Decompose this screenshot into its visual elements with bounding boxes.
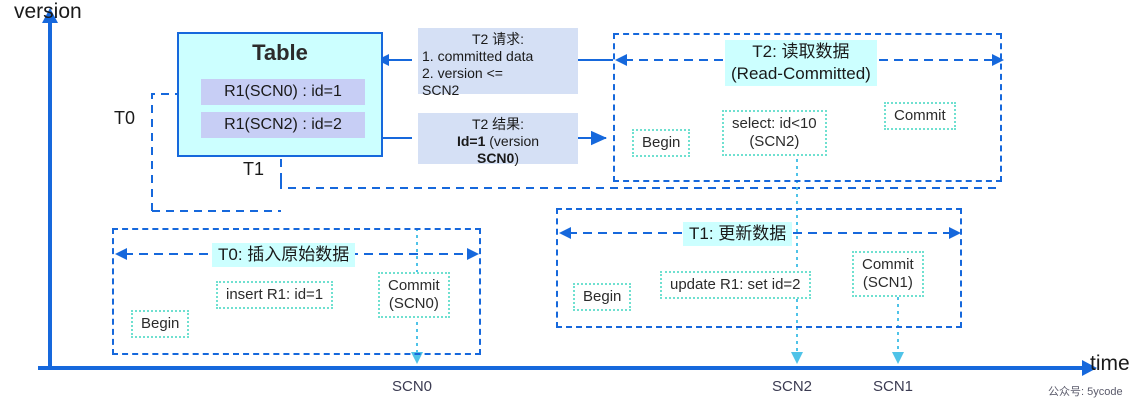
t1-step-commit[interactable]: Commit (SCN1): [852, 251, 924, 297]
t1-step-update-label: update R1: set id=2: [670, 276, 801, 293]
t1-transaction-container: [556, 208, 962, 328]
scn1-dropline-arrow-icon: [892, 352, 904, 364]
t2-step-select[interactable]: select: id<10 (SCN2): [722, 110, 827, 156]
t2-step-commit-label: Commit: [894, 107, 946, 124]
table-box: Table R1(SCN0) : id=1 R1(SCN2) : id=2: [177, 32, 383, 157]
t1-step-begin[interactable]: Begin: [573, 283, 632, 311]
t0-step-commit-line-2: (SCN0): [388, 295, 439, 312]
table-title: Table: [252, 40, 308, 65]
time-axis: [38, 366, 1086, 370]
t2-step-commit[interactable]: Commit: [884, 102, 956, 130]
t0-step-insert[interactable]: insert R1: id=1: [216, 281, 334, 309]
t0-title-line-1: T0: 插入原始数据: [218, 245, 350, 264]
t1-step-begin-label: Begin: [583, 288, 622, 305]
t2-transaction-container: [613, 33, 1002, 182]
version-axis: [48, 22, 52, 368]
table-row: R1(SCN0) : id=1: [201, 79, 365, 105]
t2-result-scn-value: SCN0: [476, 150, 515, 166]
t2-step-begin[interactable]: Begin: [632, 129, 691, 157]
t0-step-insert-label: insert R1: id=1: [226, 286, 324, 303]
t1-title-line-1: T1: 更新数据: [689, 224, 787, 243]
tick-label-scn0: SCN0: [392, 378, 433, 395]
version-axis-arrow-icon: [42, 8, 58, 23]
t2-step-begin-label: Begin: [642, 134, 681, 151]
t0-step-commit[interactable]: Commit (SCN0): [378, 272, 450, 318]
watermark: 公众号: 5ycode: [1048, 386, 1123, 398]
t2-request-heading: T2 请求:: [471, 31, 525, 47]
t2-title-line-1: T2: 读取数据: [752, 42, 850, 61]
version-axis-label: version: [14, 0, 82, 23]
tick-label-scn2: SCN2: [772, 378, 813, 395]
t1-step-update[interactable]: update R1: set id=2: [660, 271, 811, 299]
t2-title: T2: 读取数据 (Read-Committed): [725, 40, 877, 86]
t1-step-commit-line-2: (SCN1): [862, 274, 913, 291]
t2-request-line-3: SCN2: [422, 82, 460, 98]
t2-title-line-2: (Read-Committed): [731, 64, 871, 83]
t0-title: T0: 插入原始数据: [212, 243, 356, 267]
t1-title: T1: 更新数据: [683, 222, 793, 246]
t0-connector-label: T0: [114, 108, 136, 128]
t2-request-box: T2 请求: 1. committed data 2. version <= S…: [418, 28, 578, 98]
t2-result-value: Id=1 (version: [422, 133, 574, 150]
t2-result-id: Id=1: [456, 133, 486, 149]
t2-step-select-line-2: (SCN2): [749, 133, 800, 150]
t2-step-select-line-1: select: id<10: [732, 115, 817, 132]
t2-request-line-1: 1. committed data: [422, 48, 534, 64]
time-axis-arrow-icon: [1082, 360, 1097, 376]
time-axis-label: time: [1090, 352, 1130, 375]
t2-request-line-2: 2. version <=: [422, 65, 503, 81]
t2-result-version-word: (version: [485, 133, 540, 149]
t0-step-begin[interactable]: Begin: [131, 310, 190, 338]
t0-step-commit-line-1: Commit: [388, 277, 440, 294]
table-row: R1(SCN2) : id=2: [201, 112, 365, 138]
t1-connector-label: T1: [243, 159, 265, 179]
t2-result-scn: SCN0): [422, 150, 574, 167]
t2-result-heading: T2 结果:: [471, 116, 525, 132]
t0-transaction-container: [112, 228, 481, 355]
tick-label-scn1: SCN1: [873, 378, 914, 395]
t2-result-tail: ): [514, 150, 520, 166]
t2-result-box: T2 结果: Id=1 (version SCN0): [418, 113, 578, 167]
t1-step-commit-line-1: Commit: [862, 256, 914, 273]
t1-lower-run: [280, 181, 1002, 189]
scn2-dropline-arrow-icon: [791, 352, 803, 364]
t0-step-begin-label: Begin: [141, 315, 180, 332]
